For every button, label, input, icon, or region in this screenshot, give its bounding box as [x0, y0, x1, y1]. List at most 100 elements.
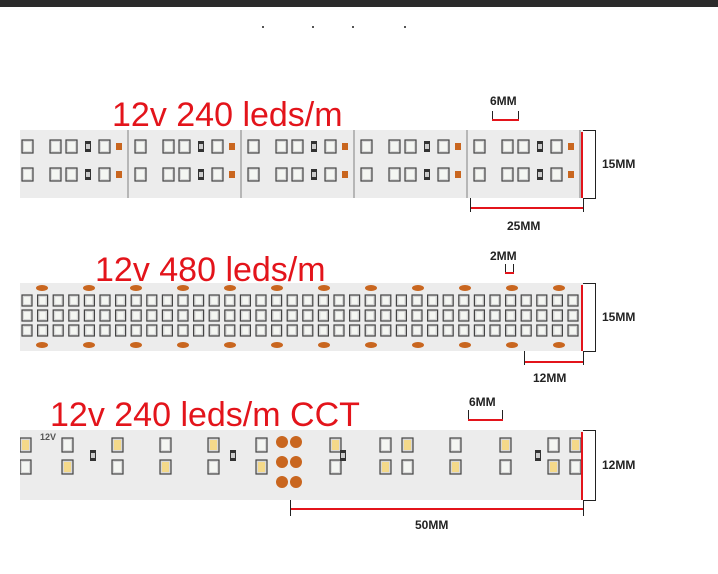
width-bracket-240-b: [583, 198, 596, 199]
led-chip-phosphor: [367, 312, 374, 319]
led-chip-phosphor: [414, 327, 420, 334]
led-chip-phosphor: [242, 327, 249, 334]
led-chip-phosphor: [476, 327, 483, 334]
decorative-dots: [262, 26, 412, 30]
gap-marker-cct: [468, 410, 469, 420]
top-bar: [0, 0, 718, 7]
solder-pad: [229, 171, 235, 178]
led-chip-phosphor: [391, 170, 398, 179]
led-chip-phosphor: [273, 312, 280, 319]
led-chip-phosphor: [52, 170, 59, 179]
gap-marker-240: [492, 111, 493, 121]
led-chip-phosphor: [68, 142, 75, 151]
led-chip-phosphor: [162, 440, 169, 450]
led-chip-phosphor: [492, 327, 498, 334]
resistor-body: [425, 144, 429, 149]
solder-pad: [130, 285, 142, 291]
led-chip-phosphor: [504, 170, 511, 179]
led-chip-phosphor: [327, 142, 334, 151]
led-chip-phosphor: [414, 312, 420, 319]
solder-pad: [455, 171, 461, 178]
led-chip-phosphor: [24, 312, 30, 319]
led-chip-phosphor: [226, 327, 233, 334]
led-chip-phosphor: [294, 170, 301, 179]
led-chip-phosphor: [363, 170, 370, 179]
led-chip-phosphor: [114, 440, 121, 450]
led-chip-phosphor: [523, 312, 530, 319]
width-label-cct: 12MM: [602, 458, 636, 472]
width-bracket-480: [583, 283, 596, 284]
led-chip-phosphor: [24, 142, 31, 151]
led-chip-phosphor: [195, 312, 202, 319]
led-chip-phosphor: [507, 297, 514, 304]
gap-marker-240-b: [518, 111, 519, 121]
led-chip-phosphor: [211, 327, 218, 334]
led-chip-phosphor: [70, 312, 77, 319]
led-chip-phosphor: [39, 327, 46, 334]
led-chip-phosphor: [553, 142, 560, 151]
led-chip-phosphor: [164, 312, 171, 319]
solder-pad: [83, 342, 95, 348]
led-chip-phosphor: [258, 312, 264, 319]
led-chip-phosphor: [148, 297, 155, 304]
led-chip-phosphor: [572, 440, 579, 450]
led-chip-phosphor: [195, 327, 202, 334]
solder-pad: [83, 285, 95, 291]
led-chip-phosphor: [554, 297, 561, 304]
gap-label-480: 2MM: [490, 249, 517, 263]
pitch-bracket-cct: [290, 500, 291, 516]
led-chip-phosphor: [114, 462, 121, 472]
led-chip-phosphor: [258, 440, 265, 450]
solder-pad: [290, 456, 302, 468]
led-chip-phosphor: [289, 312, 296, 319]
led-chip-phosphor: [258, 462, 265, 472]
solder-pad: [553, 285, 565, 291]
resistor-body: [425, 172, 429, 177]
led-chip-phosphor: [504, 142, 511, 151]
led-chip-phosphor: [181, 142, 188, 151]
pitch-line-240: [471, 207, 583, 209]
led-chip-phosphor: [476, 170, 483, 179]
resistor-body: [231, 453, 235, 458]
led-chip-phosphor: [570, 312, 576, 319]
led-chip-phosphor: [210, 462, 217, 472]
solder-pad: [36, 342, 48, 348]
led-chip-phosphor: [327, 170, 334, 179]
led-chip-phosphor: [502, 440, 509, 450]
led-chip-phosphor: [148, 327, 155, 334]
led-chip-phosphor: [332, 462, 339, 472]
pitch-bracket-480-b: [583, 351, 584, 365]
led-chip-phosphor: [133, 327, 140, 334]
led-chip-phosphor: [180, 297, 186, 304]
gap-marker-cct-b: [502, 410, 503, 420]
solder-pad: [36, 285, 48, 291]
width-line-240: [581, 132, 583, 198]
led-chip-phosphor: [550, 462, 557, 472]
led-chip-phosphor: [382, 297, 389, 304]
led-strip-240-cct: [20, 430, 583, 500]
led-chip-phosphor: [133, 297, 140, 304]
led-chip-phosphor: [102, 312, 108, 319]
led-chip-phosphor: [101, 142, 108, 151]
led-chip-phosphor: [440, 142, 447, 151]
solder-pad: [459, 285, 471, 291]
solder-pad: [568, 143, 574, 150]
solder-pad: [568, 171, 574, 178]
led-chip-phosphor: [429, 312, 436, 319]
solder-pad: [177, 342, 189, 348]
led-chip-phosphor: [102, 327, 108, 334]
led-chip-phosphor: [117, 312, 124, 319]
solder-pad: [342, 143, 348, 150]
led-chip-phosphor: [367, 327, 374, 334]
led-chip-phosphor: [226, 312, 233, 319]
led-strip-240: [20, 130, 583, 198]
led-chip-phosphor: [391, 142, 398, 151]
led-chip-phosphor: [289, 327, 296, 334]
led-chip-phosphor: [22, 440, 29, 450]
led-chip-phosphor: [273, 327, 280, 334]
led-chip-phosphor: [538, 297, 545, 304]
led-chip-phosphor: [523, 297, 530, 304]
led-chip-phosphor: [336, 312, 342, 319]
led-chip-phosphor: [398, 297, 405, 304]
led-chip-phosphor: [550, 440, 557, 450]
